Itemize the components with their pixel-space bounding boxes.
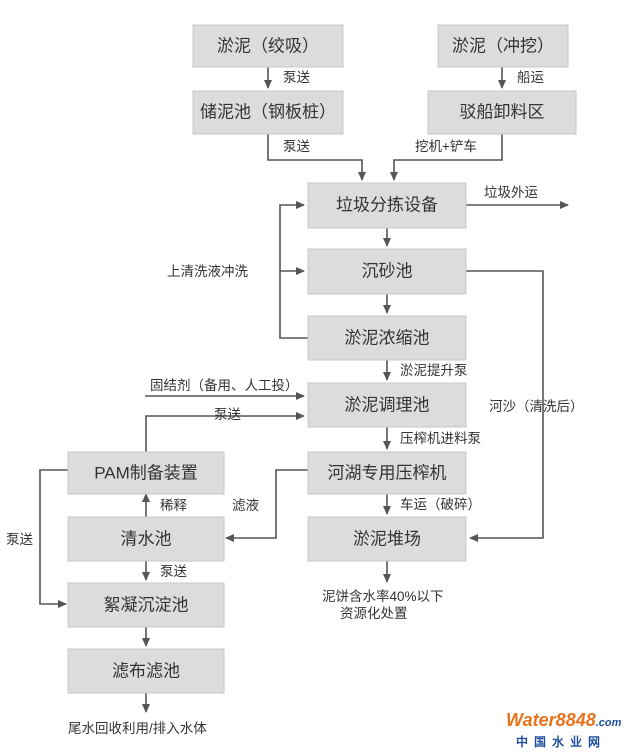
box-cloth-filter: 滤布滤池: [67, 648, 225, 694]
arrow-b4-b5: [390, 134, 503, 181]
box-dredge-flush: 淤泥（冲挖）: [437, 24, 569, 68]
box-clear-water-tank-label: 清水池: [121, 530, 172, 549]
watermark-logo: Water8848.com 中国水业网: [506, 710, 622, 749]
label-resource-disposal: 资源化处置: [340, 606, 408, 621]
box-garbage-sorter-label: 垃圾分拣设备: [336, 196, 438, 215]
edge-labels: 泵送 船运 泵送 挖机+铲车 垃圾外运 上清洗液冲洗 淤泥提升泵 固结剂（备用、…: [6, 70, 584, 736]
label-pump-4: 泵送: [160, 564, 187, 579]
label-excavator: 挖机+铲车: [415, 138, 477, 154]
label-dilute: 稀释: [160, 498, 187, 513]
box-barge-unloading: 驳船卸料区: [427, 90, 577, 135]
box-sludge-storage: 储泥池（钢板桩）: [192, 90, 344, 135]
box-cloth-filter-label: 滤布滤池: [112, 662, 180, 681]
label-pump-left: 泵送: [6, 532, 33, 547]
box-dredge-cutter-label: 淤泥（绞吸）: [217, 37, 319, 56]
label-press-pump: 压榨机进料泵: [400, 430, 481, 446]
label-truck: 车运（破碎）: [400, 496, 481, 512]
box-grit-chamber: 沉砂池: [307, 248, 467, 295]
label-tail-water: 尾水回收利用/排入水体: [68, 721, 207, 736]
box-grit-chamber-label: 沉砂池: [362, 262, 413, 281]
label-ship: 船运: [517, 70, 545, 85]
label-garbage-out: 垃圾外运: [484, 185, 538, 200]
label-filtrate: 滤液: [232, 498, 259, 513]
arrow-b3-b5: [267, 134, 366, 181]
box-sludge-storage-label: 储泥池（钢板桩）: [200, 103, 336, 122]
box-conditioning-tank: 淤泥调理池: [307, 382, 467, 428]
connectors: [39, 66, 569, 713]
watermark-chinese-name: 中国水业网: [516, 734, 606, 749]
watermark-brand: Water8848.com: [506, 710, 622, 730]
arrow-filtrate: [225, 469, 308, 542]
box-flocculation-tank-label: 絮凝沉淀池: [104, 596, 189, 615]
box-clear-water-tank: 清水池: [67, 516, 225, 562]
box-pam-unit-label: PAM制备装置: [94, 464, 198, 483]
watermark-brand-name: Water8848: [506, 710, 596, 730]
box-flocculation-tank: 絮凝沉淀池: [67, 582, 225, 628]
label-river-sand: 河沙（清洗后）: [489, 399, 584, 414]
box-dredge-flush-label: 淤泥（冲挖）: [452, 37, 554, 56]
watermark-brand-suffix: .com: [596, 717, 622, 729]
box-dredge-cutter: 淤泥（绞吸）: [192, 24, 344, 68]
box-filter-press: 河湖专用压榨机: [307, 451, 467, 495]
box-barge-unloading-label: 驳船卸料区: [460, 103, 545, 122]
box-conditioning-tank-label: 淤泥调理池: [345, 396, 430, 415]
arrow-river-sand: [466, 270, 544, 542]
box-filter-press-label: 河湖专用压榨机: [328, 464, 447, 483]
box-garbage-sorter: 垃圾分拣设备: [307, 182, 467, 229]
box-sludge-yard: 淤泥堆场: [307, 516, 467, 562]
label-wash: 上清洗液冲洗: [167, 264, 248, 279]
label-pump-1: 泵送: [283, 70, 310, 85]
label-cake-moisture: 泥饼含水率40%以下: [322, 588, 444, 604]
label-pump-2: 泵送: [283, 139, 310, 154]
arrow-pump-left: [39, 469, 68, 608]
box-sludge-yard-label: 淤泥堆场: [353, 530, 421, 549]
box-pam-unit: PAM制备装置: [67, 451, 225, 495]
box-thickener: 淤泥浓缩池: [307, 315, 467, 361]
process-boxes: 淤泥（绞吸） 淤泥（冲挖） 储泥池（钢板桩） 驳船卸料区 垃圾分拣设备 沉砂池 …: [67, 24, 577, 694]
box-thickener-label: 淤泥浓缩池: [345, 329, 430, 348]
label-pump-3: 泵送: [214, 407, 241, 422]
label-lift-pump: 淤泥提升泵: [400, 363, 468, 378]
label-curing-agent: 固结剂（备用、人工投）: [150, 377, 299, 393]
arrow-b9-b8: [145, 412, 305, 452]
